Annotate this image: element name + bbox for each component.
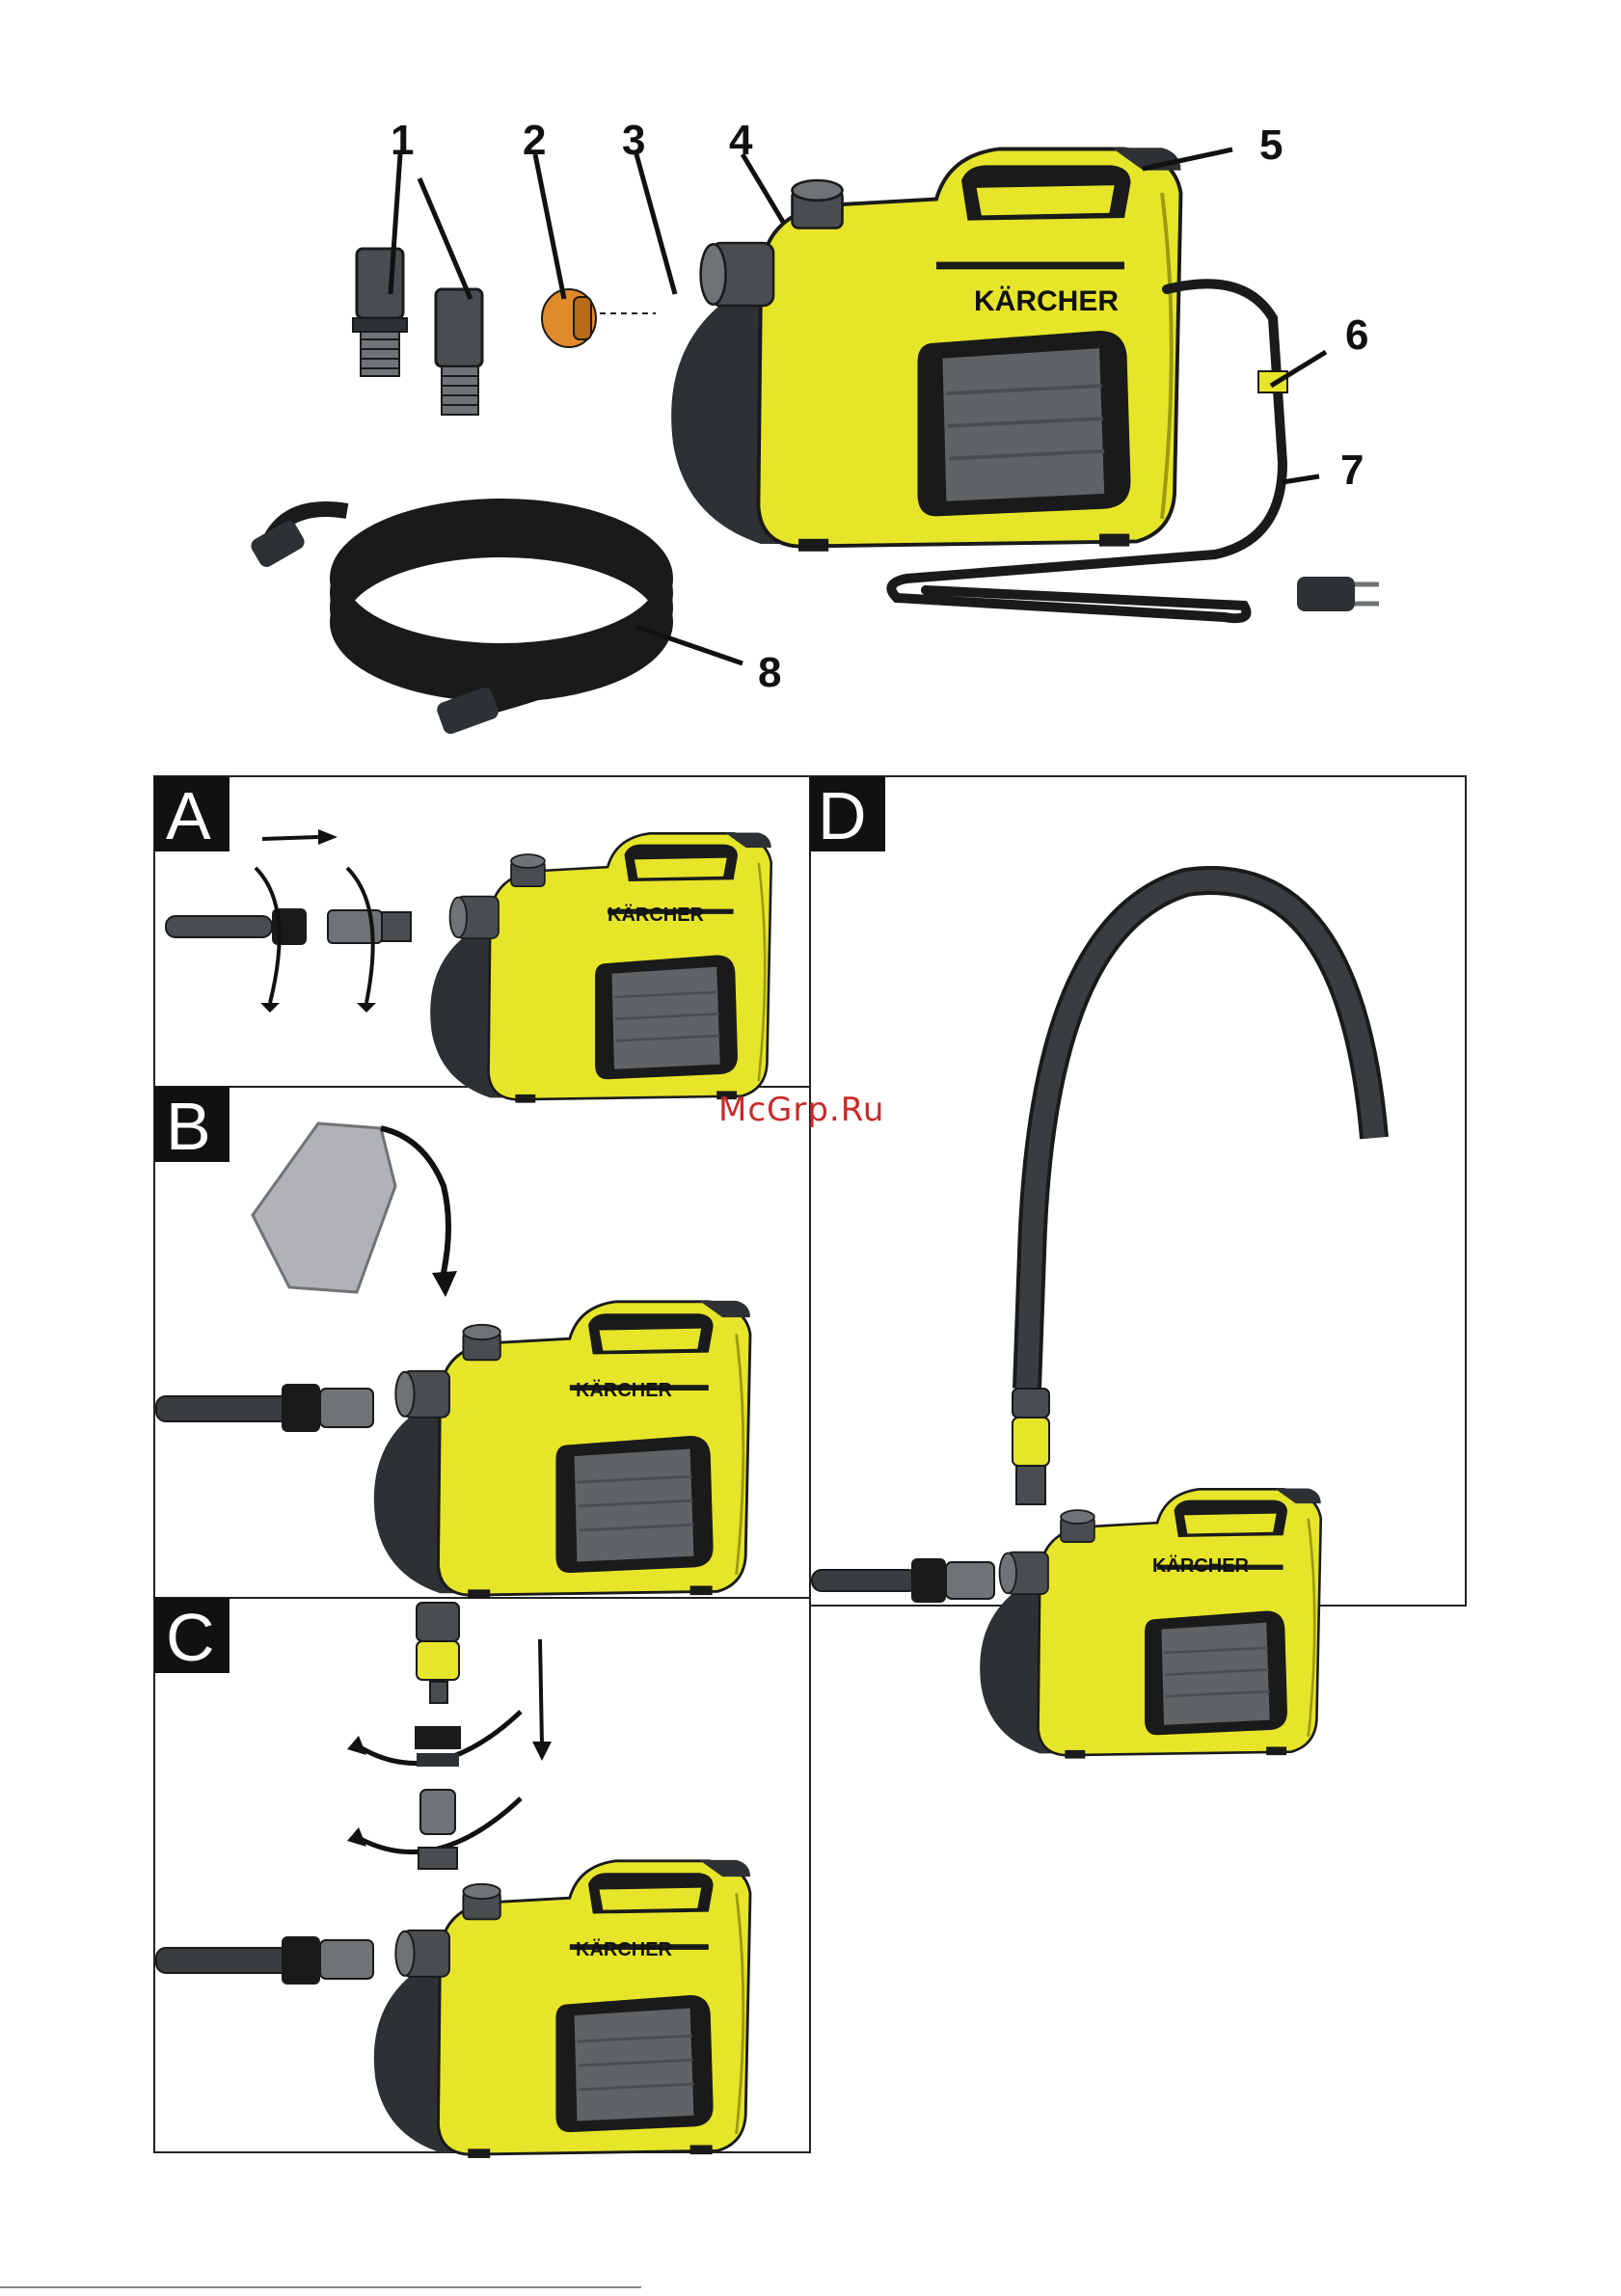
panel-c-illustration: KÄRCHER (156, 1603, 750, 2158)
panel-b-illustration: KÄRCHER (156, 1123, 750, 1599)
svg-text:A: A (166, 778, 211, 853)
callout-7: 7 (1340, 446, 1364, 494)
svg-text:D: D (818, 778, 867, 853)
callout-1: 1 (391, 117, 414, 164)
panel-a-brand-label: KÄRCHER (608, 904, 705, 926)
panel-a-illustration: KÄRCHER (166, 829, 771, 1103)
watermark-text: McGrp.Ru (718, 1091, 884, 1129)
panel-label-b: B (154, 1087, 230, 1164)
panel-label-c: C (154, 1598, 230, 1675)
coiled-suction-hose (270, 506, 665, 714)
adapter-fittings (353, 249, 482, 415)
pump-main-drawing (671, 148, 1180, 552)
svg-text:C: C (166, 1600, 215, 1675)
panel-b-brand-label: KÄRCHER (576, 1379, 673, 1401)
callout-6: 6 (1345, 311, 1368, 359)
pump-brand-label: KÄRCHER (974, 285, 1119, 317)
callout-3: 3 (622, 117, 645, 164)
svg-text:B: B (166, 1089, 211, 1164)
callout-4: 4 (729, 117, 753, 164)
callout-2: 2 (523, 117, 546, 164)
callout-8: 8 (758, 649, 781, 696)
panel-d-brand-label: KÄRCHER (1152, 1554, 1250, 1577)
panel-c-brand-label: KÄRCHER (576, 1938, 673, 1960)
panel-d-illustration: KÄRCHER (812, 880, 1374, 1759)
orange-cap (542, 289, 656, 347)
panel-label-d: D (810, 776, 885, 853)
panel-label-a: A (154, 776, 230, 853)
overview-illustration: KÄRCHER (248, 117, 1379, 736)
callout-5: 5 (1259, 122, 1283, 169)
